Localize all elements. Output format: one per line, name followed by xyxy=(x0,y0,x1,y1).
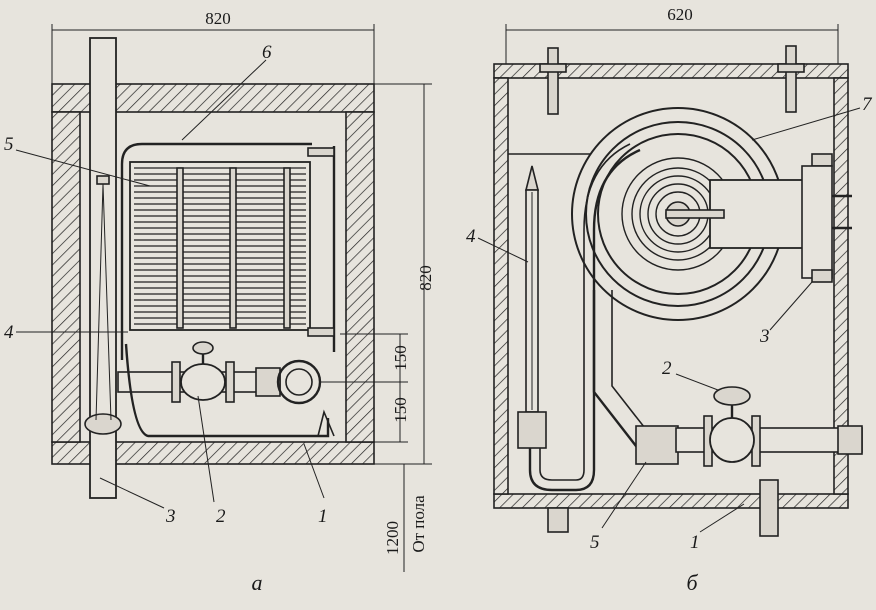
callout-a-4: 4 xyxy=(4,322,14,343)
valve-b-end-cap xyxy=(837,425,863,455)
leader-b-2 xyxy=(675,373,719,391)
coil-mount-bottom xyxy=(811,269,833,283)
foot-left xyxy=(547,507,569,533)
top-hook-right-bar xyxy=(777,63,805,73)
dim-a-upper: 150 xyxy=(391,345,410,371)
top-hook-left-bar xyxy=(539,63,567,73)
caption-b: б xyxy=(686,570,698,595)
valve-handwheel xyxy=(192,341,214,355)
thermometer-tip xyxy=(524,165,540,191)
view-a-bottom-wall xyxy=(51,441,375,465)
leader-a-6 xyxy=(181,59,267,141)
u-tube-inner xyxy=(539,143,631,481)
caption-a: а xyxy=(252,570,263,595)
fin-post-2 xyxy=(229,167,237,329)
dim-a-lower: 150 xyxy=(391,397,410,423)
leader-b-4 xyxy=(477,237,529,263)
pipe-clamp xyxy=(96,175,110,185)
view-a-left-wall xyxy=(51,111,81,443)
callout-b-3: 3 xyxy=(759,326,770,347)
callout-b-2: 2 xyxy=(662,358,672,379)
tray-support xyxy=(317,409,335,437)
valve-body xyxy=(180,363,226,401)
view-b-right-wall xyxy=(833,77,849,495)
callout-a-2: 2 xyxy=(216,506,226,527)
fin-post-1 xyxy=(176,167,184,329)
view-a: 820 820 150 150 1200 От пола 6 5 4 3 2 1… xyxy=(4,9,435,595)
callout-a-6: 6 xyxy=(262,42,272,63)
valve-b-body xyxy=(709,417,755,463)
coil-mount-plate xyxy=(801,165,833,279)
dim-a-width: 820 xyxy=(205,9,231,28)
view-b-left-wall xyxy=(493,77,509,495)
fin-post-3 xyxy=(283,167,291,329)
flange-left xyxy=(171,361,181,403)
leader-a-2 xyxy=(197,395,215,503)
leader-a-5 xyxy=(15,149,151,187)
sensor-wire xyxy=(95,183,112,421)
dim-a-floor: 1200 xyxy=(383,521,402,555)
callout-b-5: 5 xyxy=(590,532,600,553)
top-hook-right xyxy=(785,45,797,113)
leader-b-5 xyxy=(601,461,647,529)
callout-a-5: 5 xyxy=(4,134,14,155)
u-tube xyxy=(528,148,641,492)
view-b-bottom-wall xyxy=(493,493,849,509)
elbow-inner xyxy=(285,368,313,396)
pipe-coupling xyxy=(84,413,122,435)
elbow-outer xyxy=(276,359,322,405)
bracket-bottom xyxy=(307,327,335,337)
callout-a-3: 3 xyxy=(165,506,176,527)
leader-b-3 xyxy=(769,281,813,331)
leader-a-1 xyxy=(303,443,325,499)
top-hook-left xyxy=(547,47,559,115)
drain-tray xyxy=(124,343,330,438)
leader-a-3 xyxy=(99,477,165,509)
coil-center-bar xyxy=(665,209,725,219)
view-b: 620 7 4 3 2 5 1 б xyxy=(466,5,873,595)
callout-a-1: 1 xyxy=(318,506,328,527)
dim-a-floor-note: От пола xyxy=(409,495,428,553)
view-a-right-wall xyxy=(345,111,375,443)
callout-b-4: 4 xyxy=(466,226,476,247)
radiator-cover xyxy=(120,142,312,360)
pipe-union xyxy=(255,367,281,397)
valve-b-handwheel xyxy=(713,386,751,406)
coil-mount-top xyxy=(811,153,833,167)
leader-b-7 xyxy=(751,107,861,141)
dim-b-width: 620 xyxy=(667,5,693,24)
foot-right xyxy=(759,479,779,537)
bracket-top xyxy=(307,147,335,157)
callout-b-7: 7 xyxy=(862,94,873,115)
leader-b-1 xyxy=(699,503,745,533)
dim-a-height: 820 xyxy=(416,265,435,291)
outlet-union xyxy=(635,425,679,465)
view-b-top-wall xyxy=(493,63,849,79)
callout-b-1: 1 xyxy=(690,532,700,553)
radiator-fins xyxy=(134,167,306,325)
coil-housing xyxy=(709,179,815,249)
thermometer-bulb xyxy=(517,411,547,449)
flange-right xyxy=(225,361,235,403)
